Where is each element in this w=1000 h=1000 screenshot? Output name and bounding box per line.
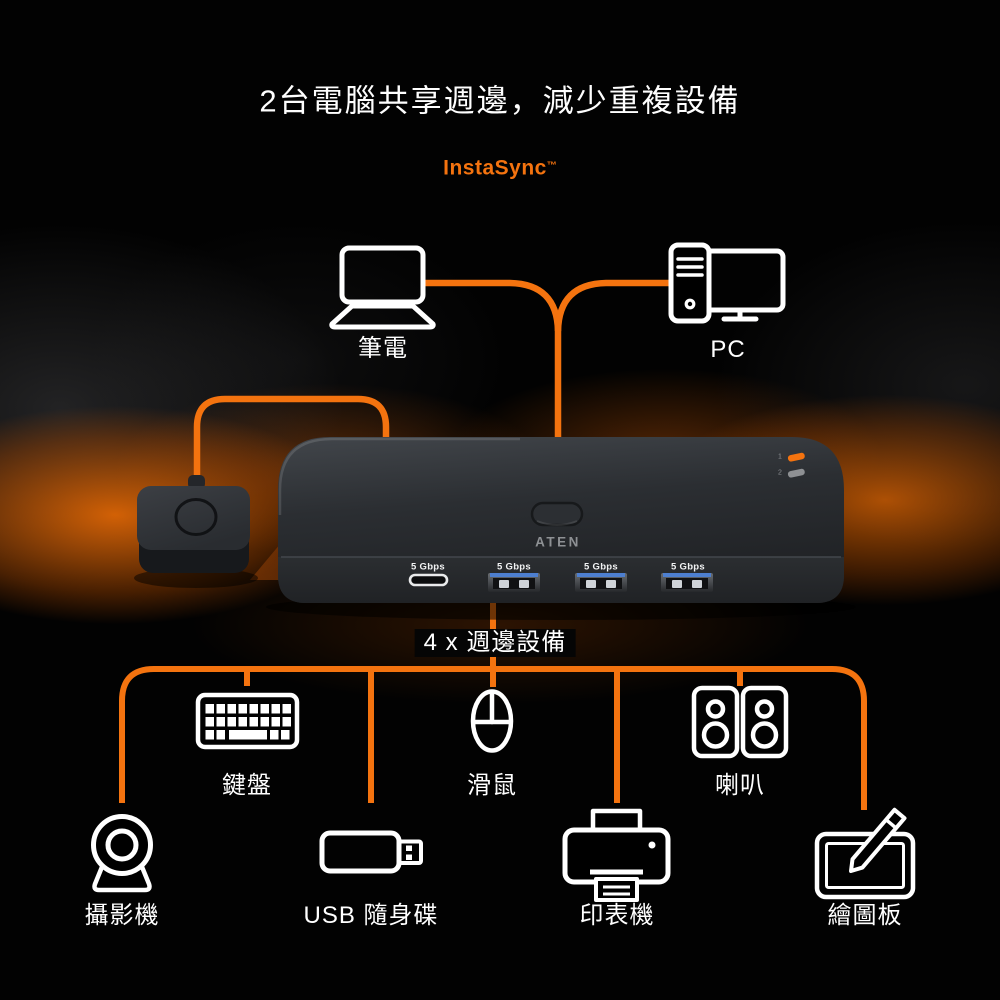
keyboard-icon: [195, 692, 300, 750]
webcam-icon: [91, 814, 153, 893]
switch-mode-button: [530, 501, 584, 527]
printer-label: 印表機: [579, 902, 655, 929]
remote-select-button: [174, 498, 218, 536]
cable-remote-to-switch: [193, 395, 390, 480]
peripherals-caption: 4 x 週邊設備: [414, 629, 576, 657]
port-led-1-on: [787, 452, 805, 462]
usb-a-port-3-label: 5 Gbps: [670, 561, 706, 573]
stylus-pen: [849, 807, 907, 873]
led-1-number: 1: [778, 453, 782, 461]
drawing-tablet-icon: [814, 807, 916, 900]
aten-logo: ATEN: [535, 534, 581, 550]
drawing-tablet-label: 繪圖板: [827, 902, 903, 929]
remote-selector: [134, 475, 258, 588]
feature-name-text: InstaSync: [443, 156, 547, 180]
usb-a-port-3: [661, 573, 713, 592]
speakers-icon: [691, 685, 789, 759]
switch-front-face: [278, 557, 844, 603]
usb-a-port-2: [575, 573, 627, 592]
keyboard-label: 鍵盤: [222, 772, 272, 799]
led-2-number: 2: [778, 469, 782, 477]
remote-top-face: [137, 486, 250, 550]
switch-edge-highlight: [278, 437, 520, 515]
usb-a-port-1: [488, 573, 540, 592]
speakers-label: 喇叭: [715, 772, 765, 799]
port-led-2-off: [787, 468, 805, 478]
switch-button-highlight: [536, 520, 578, 526]
cable-computers-to-switch: [423, 279, 673, 441]
pc-icon: [668, 242, 786, 324]
printer-icon: [562, 808, 671, 902]
usb-drive-label: USB 隨身碟: [303, 902, 439, 929]
mouse-label: 滑鼠: [467, 772, 517, 799]
kvm-switch: [266, 437, 856, 620]
webcam-label: 攝影機: [84, 902, 160, 929]
trademark-symbol: ™: [546, 160, 557, 172]
mouse-icon: [470, 689, 514, 753]
usb-drive-icon: [319, 830, 423, 874]
usb-c-port: [408, 573, 449, 587]
feature-name: InstaSync™: [443, 158, 557, 179]
usb-a-port-1-label: 5 Gbps: [496, 561, 532, 573]
laptop-icon: [329, 245, 436, 330]
usb-a-port-2-label: 5 Gbps: [583, 561, 619, 573]
pc-label: PC: [710, 336, 746, 363]
laptop-label: 筆電: [358, 335, 408, 362]
page-title: 2台電腦共享週邊，減少重複設備: [259, 83, 741, 119]
remote-cable-nub: [188, 475, 205, 489]
usb-c-port-label: 5 Gbps: [410, 561, 446, 573]
